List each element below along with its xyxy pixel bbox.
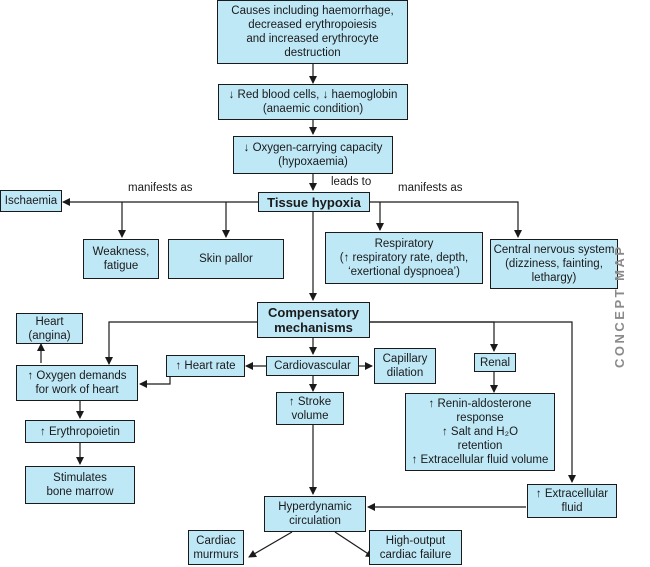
renal-box: Renal	[474, 353, 516, 372]
concept-map-side-label: CONCEPT MAP	[612, 244, 627, 368]
tissue-hypoxia-box: Tissue hypoxia	[258, 192, 370, 212]
extracellular-fluid-box: ↑ Extracellular fluid	[527, 484, 617, 518]
oxygen-demands-box: ↑ Oxygen demands for work of heart	[16, 365, 138, 401]
hyperdynamic-circulation-box: Hyperdynamic circulation	[264, 496, 366, 532]
causes-box: Causes including haemorrhage, decreased …	[217, 0, 408, 64]
heart-rate-box: ↑ Heart rate	[166, 355, 245, 377]
erythropoietin-box: ↑ Erythropoietin	[25, 420, 135, 443]
capillary-dilation-box: Capillary dilation	[374, 348, 436, 384]
stroke-volume-box: ↑ Stroke volume	[276, 392, 344, 425]
cns-box: Central nervous system (dizziness, faint…	[490, 239, 618, 289]
high-output-cardiac-failure-box: High-output cardiac failure	[369, 530, 462, 565]
leads-to-label: leads to	[331, 176, 372, 188]
stimulates-bone-marrow-box: Stimulates bone marrow	[25, 466, 135, 504]
cardiovascular-box: Cardiovascular	[266, 356, 359, 376]
renin-aldosterone-box: ↑ Renin-aldosterone response ↑ Salt and …	[405, 393, 555, 471]
manifests-as-right-label: manifests as	[398, 182, 463, 194]
compensatory-mechanisms-box: Compensatory mechanisms	[257, 302, 370, 338]
cardiac-murmurs-box: Cardiac murmurs	[188, 530, 244, 565]
ischaemia-box: Ischaemia	[0, 190, 62, 212]
skin-pallor-box: Skin pallor	[168, 239, 284, 279]
weakness-box: Weakness, fatigue	[83, 239, 159, 279]
red-blood-cells-box: ↓ Red blood cells, ↓ haemoglobin (anaemi…	[218, 84, 408, 120]
manifests-as-left-label: manifests as	[128, 182, 193, 194]
respiratory-box: Respiratory (↑ respiratory rate, depth, …	[325, 232, 483, 284]
heart-angina-box: Heart (angina)	[16, 313, 83, 344]
oxygen-capacity-box: ↓ Oxygen-carrying capacity (hypoxaemia)	[233, 136, 393, 174]
